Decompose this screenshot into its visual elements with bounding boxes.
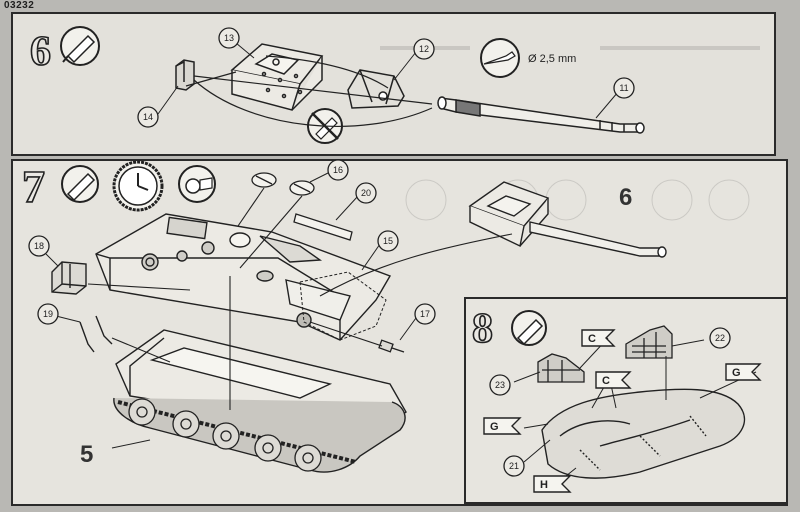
step-8-flags: [483, 329, 762, 493]
callout-23: 23: [495, 380, 505, 390]
step-6-callout-circles: [137, 27, 635, 128]
step-7-callout-circles: [28, 159, 436, 325]
flag-g-1: G: [732, 367, 741, 379]
step-8-callout-numbers: 22 23 21: [495, 333, 725, 471]
part-13-mantlet-frame: [230, 43, 324, 111]
callout-13: 13: [224, 33, 234, 43]
callout-14: 14: [143, 112, 153, 122]
part-21-diorama-base: [541, 388, 746, 479]
part-20-rod: [293, 213, 353, 241]
subassembly-ref-6: 6: [619, 184, 633, 211]
sheet-code: 03232: [4, 0, 35, 11]
step-6-arrows: [185, 55, 433, 127]
step-7-arrows: [87, 187, 513, 410]
callout-17: 17: [420, 309, 430, 319]
step-number-6: 6: [29, 28, 52, 76]
step-number-8: 8: [471, 305, 494, 353]
step-6-callout-numbers: 13 12 14 11: [143, 33, 629, 122]
callout-16: 16: [333, 165, 343, 175]
glue-tube-icon: [60, 26, 100, 66]
part-15-plate: [299, 271, 387, 341]
callout-15: 15: [383, 236, 393, 246]
superstructure: [95, 213, 392, 341]
part-22-wall-piece: [625, 325, 673, 359]
step-number-7: 7: [21, 160, 46, 213]
callout-18: 18: [34, 241, 44, 251]
drying-clock-icon: [112, 160, 164, 212]
part-16-hatches: [251, 172, 315, 196]
flag-c-1: C: [588, 333, 596, 345]
glue-tube-icon: [61, 165, 99, 203]
drill-icon: [480, 38, 520, 78]
tape-icon: [178, 165, 216, 203]
hull-ref-5: 5: [80, 441, 94, 468]
step-7-callout-numbers: 16 20 15 18 19 17: [34, 165, 430, 319]
road-wheels: [128, 398, 322, 472]
flag-c-2: C: [602, 375, 610, 387]
part-17-periscope: [378, 339, 405, 353]
callout-21: 21: [509, 461, 519, 471]
part-11-gun-barrel: [437, 96, 645, 134]
flag-g-2: G: [490, 421, 499, 433]
part-18-box: [51, 261, 87, 295]
callout-19: 19: [43, 309, 53, 319]
flag-h: H: [540, 479, 548, 491]
part-19-tow-hooks: [79, 315, 113, 353]
part-23-wall-piece: [537, 353, 585, 383]
callout-12: 12: [419, 44, 429, 54]
subassembly-6-gun: [468, 181, 667, 258]
step-7-leaders: [45, 171, 417, 449]
callout-11: 11: [619, 83, 628, 93]
part-14-bracket: [175, 59, 195, 91]
callout-20: 20: [361, 188, 371, 198]
step-8-callout-circles: [489, 327, 731, 477]
glue-tube-icon: [511, 310, 547, 346]
step-6-leaders: [157, 42, 619, 119]
step-8-flag-letters: C C G G H: [490, 333, 741, 491]
callout-22: 22: [715, 333, 725, 343]
drill-diameter-note: Ø 2,5 mm: [528, 53, 577, 65]
